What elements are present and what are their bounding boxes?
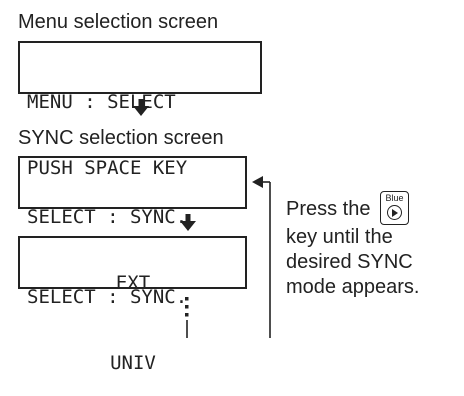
loop-back-arrow	[252, 176, 271, 338]
instruction-note: Press the Blue key until the desired SYN…	[286, 191, 419, 300]
sync-lcd-univ-line-1: SELECT : SYNC.	[27, 286, 188, 308]
down-arrow-ext-to-univ	[180, 214, 196, 231]
sync-selection-caption: SYNC selection screen	[18, 127, 224, 149]
blue-key-icon: Blue	[380, 191, 410, 225]
instruction-row-1: Press the Blue	[286, 191, 419, 225]
flow-arrows	[133, 99, 271, 338]
instruction-press-the: Press the	[286, 198, 371, 220]
play-circle-icon	[387, 205, 403, 220]
instruction-row-4: mode appears.	[286, 276, 420, 298]
continuation-dots	[185, 297, 189, 317]
menu-lcd-line-2: PUSH SPACE KEY	[27, 157, 188, 179]
instruction-row-3: desired SYNC	[286, 251, 413, 273]
instruction-row-2: key until the	[286, 226, 393, 248]
sync-lcd-ext-line-1: SELECT : SYNC.	[27, 206, 188, 228]
sync-lcd-display-ext: SELECT : SYNC. EXT	[18, 156, 247, 294]
down-arrow-menu-to-sync	[133, 99, 149, 116]
blue-key-label: Blue	[385, 193, 404, 203]
menu-selection-caption: Menu selection screen	[18, 11, 219, 33]
sync-lcd-univ-line-2: UNIV	[110, 352, 156, 374]
